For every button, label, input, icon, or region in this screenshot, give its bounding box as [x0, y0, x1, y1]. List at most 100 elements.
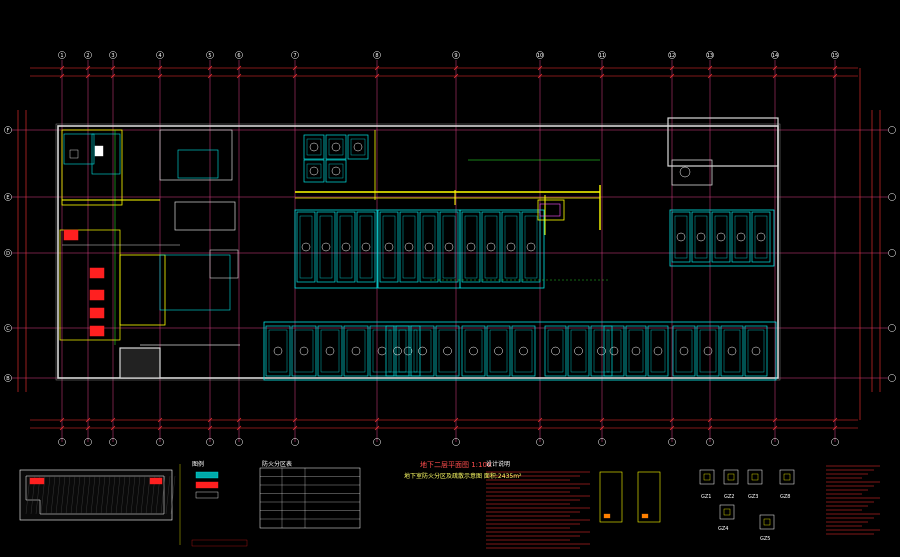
fixture [94, 145, 104, 157]
axis-column-label: 3 [111, 53, 114, 59]
equipment-unit [696, 325, 720, 377]
dimension-tick [59, 425, 65, 431]
equipment-symbol [341, 242, 351, 252]
axis-bubble-right [888, 126, 896, 134]
axis-bubble-top [598, 51, 606, 59]
room [209, 249, 239, 279]
axis-bubble-right [888, 193, 896, 201]
axis-bubble-bottom [536, 438, 544, 446]
equipment-unit [303, 159, 325, 183]
axis-column-label: 7 [293, 53, 296, 59]
dimension-tick [85, 73, 91, 79]
axis-bubble-bottom [58, 438, 66, 446]
equipment-unit-inner [547, 329, 564, 373]
equipment-symbol [751, 346, 761, 356]
dimension-tick [157, 65, 163, 71]
axis-column-label: 2 [86, 53, 89, 59]
column-core [763, 518, 771, 526]
equipment-unit [296, 211, 316, 283]
equipment-unit [567, 325, 590, 377]
equipment-unit-inner [484, 215, 498, 279]
axis-column-label: 12 [669, 53, 675, 59]
equipment-unit-inner [442, 215, 456, 279]
equipment-symbol [351, 346, 361, 356]
equipment-unit-inner [570, 329, 587, 373]
dimension-tick [85, 65, 91, 71]
axis-column-label: 4 [158, 53, 161, 59]
equipment-room-frame [459, 209, 545, 289]
equipment-symbol [466, 242, 476, 252]
pump-room [59, 229, 121, 341]
axis-bubble-bottom [373, 438, 381, 446]
equipment-symbol [696, 232, 706, 242]
dimension-tick [832, 425, 838, 431]
zone-table [259, 467, 361, 529]
hatch-line [25, 475, 31, 515]
hatch-line [60, 475, 66, 515]
equipment-symbol [331, 142, 341, 152]
axis-column-label: 8 [375, 53, 378, 59]
dimension-tick [599, 417, 605, 423]
dimension-tick [772, 73, 778, 79]
axis-bubble-bottom [668, 438, 676, 446]
dimension-tick [453, 425, 459, 431]
axis-column-label: 9 [454, 53, 457, 59]
equipment-symbol [551, 346, 560, 356]
dimension-tick [292, 73, 298, 79]
equipment-unit-inner [388, 329, 407, 373]
equipment-unit-inner [306, 163, 322, 179]
hatch-line [115, 475, 121, 515]
axis-bubble-bottom [291, 438, 299, 446]
equipment-symbol [736, 232, 746, 242]
equipment-unit-inner [328, 163, 344, 179]
fixture [69, 149, 79, 159]
axis-bubble-bottom [452, 438, 460, 446]
axis-column-label: 10 [537, 53, 543, 59]
equipment-unit-inner [723, 329, 741, 373]
equipment-symbol [679, 166, 691, 178]
equipment-unit-inner [398, 329, 418, 373]
dimension-tick [832, 65, 838, 71]
equipment-symbol [403, 346, 413, 356]
equipment-unit-inner [675, 329, 693, 373]
hatch-line [70, 475, 76, 515]
equipment-unit-inner [320, 329, 340, 373]
axis-column-label: 14 [772, 53, 778, 59]
axis-column-label: 6 [237, 53, 240, 59]
hatch-line [110, 475, 116, 515]
equipment-symbol [384, 242, 394, 252]
equipment-unit [317, 325, 343, 377]
equipment-symbol [404, 242, 414, 252]
hatch-line [125, 475, 131, 515]
column-detail [699, 469, 715, 485]
fire-equipment [63, 229, 79, 241]
equipment-symbol [519, 346, 528, 356]
axis-bubble-bottom [771, 438, 779, 446]
equipment-unit [603, 325, 625, 377]
equipment-unit-inner [694, 215, 708, 259]
equipment-unit-inner [372, 329, 392, 373]
equipment-unit-inner [438, 329, 457, 373]
equipment-unit-inner [524, 215, 538, 279]
hatch-line [85, 475, 91, 515]
equipment-unit-inner [628, 329, 644, 373]
equipment-unit-inner [489, 329, 508, 373]
equipment-symbol [506, 242, 516, 252]
dimension-tick [453, 417, 459, 423]
hatch-line [130, 475, 136, 515]
fan-box [537, 199, 565, 221]
axis-bubble-left [4, 249, 12, 257]
equipment-symbol [716, 232, 726, 242]
outer-wall-rect [57, 125, 779, 379]
column-core [703, 473, 711, 481]
dimension-tick [157, 417, 163, 423]
column-detail [723, 469, 739, 485]
equipment-unit [521, 211, 541, 283]
equipment-row-frame [263, 321, 777, 381]
toilet-room [91, 133, 121, 175]
room [174, 201, 236, 231]
equipment-unit-inner [382, 215, 396, 279]
axis-row-label: E [6, 195, 9, 201]
door-marker [641, 513, 649, 519]
